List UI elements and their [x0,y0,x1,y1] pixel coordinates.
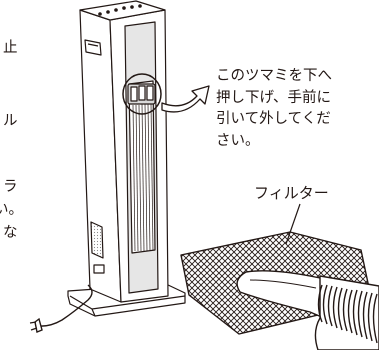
edge-fragment: な [3,225,18,241]
instruction-line: さい。 [216,132,260,149]
fan-heater-icon [67,0,186,317]
instruction-line: 押し下げ、手前に [216,89,331,106]
edge-fragment: ル [3,113,18,129]
power-plug-icon [29,284,93,333]
edge-fragment: ラ [3,179,18,195]
edge-fragment: い。 [0,202,23,218]
instruction-line: このツマミを下へ [216,68,332,84]
callout-instruction: このツマミを下へ 押し下げ、手前に 引いて外してくだ さい。 [216,66,332,152]
vacuum-hose-icon [236,270,379,350]
callout-circle-icon [122,73,162,115]
instruction-line: 引いて外してくだ [216,111,331,127]
filter-leader-line [285,203,301,245]
control-buttons-icon [98,4,142,16]
filter-label: フィルター [254,184,329,202]
curved-arrow-icon [161,85,210,113]
left-edge-fragments: 止 ル ラ い。 な [0,0,23,350]
edge-fragment: 止 [3,40,18,56]
fan-grille-icon [132,103,154,252]
